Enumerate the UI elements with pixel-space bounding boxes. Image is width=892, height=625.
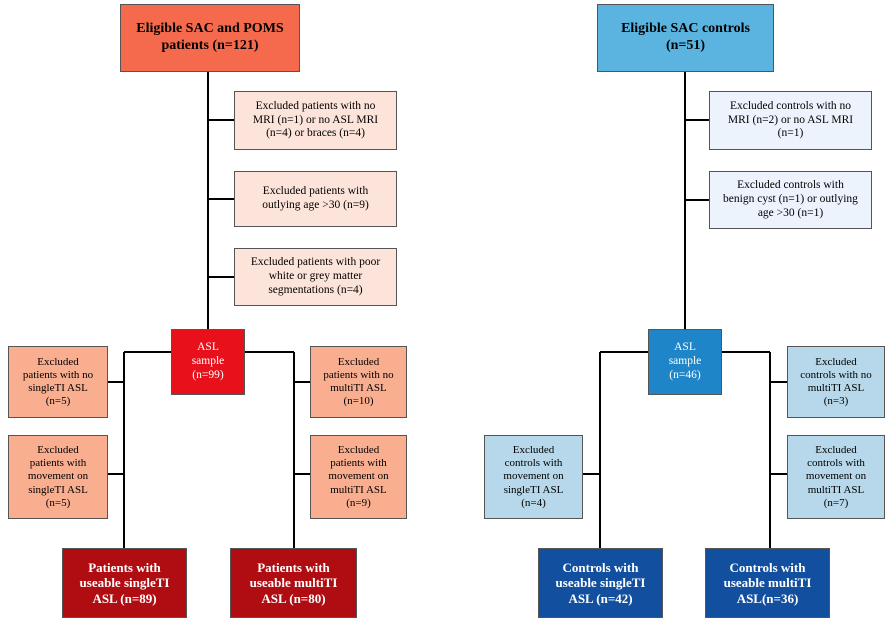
controls-excluded-no-multiti-box: Excluded controls with no multiTI ASL (n…	[787, 346, 885, 418]
controls-excluded-movement-multiti-box: Excluded controls with movement on multi…	[787, 435, 885, 519]
patients-eligible-box: Eligible SAC and POMS patients (n=121)	[120, 4, 300, 72]
controls-useable-singleti-box: Controls with useable singleTI ASL (n=42…	[538, 548, 663, 618]
patients-excluded-no-multiti-box: Excluded patients with no multiTI ASL (n…	[310, 346, 407, 418]
controls-excluded-mri-box: Excluded controls with no MRI (n=2) or n…	[709, 91, 872, 150]
controls-asl-sample-box: ASL sample (n=46)	[648, 329, 722, 395]
controls-eligible-box: Eligible SAC controls (n=51)	[597, 4, 774, 72]
patients-excluded-movement-multiti-box: Excluded patients with movement on multi…	[310, 435, 407, 519]
patients-useable-singleti-box: Patients with useable singleTI ASL (n=89…	[62, 548, 187, 618]
patients-asl-sample-box: ASL sample (n=99)	[171, 329, 245, 395]
patients-excluded-movement-singleti-box: Excluded patients with movement on singl…	[8, 435, 108, 519]
controls-useable-multiti-box: Controls with useable multiTI ASL(n=36)	[705, 548, 830, 618]
patients-excluded-segmentation-box: Excluded patients with poor white or gre…	[234, 248, 397, 306]
patients-excluded-mri-box: Excluded patients with no MRI (n=1) or n…	[234, 91, 397, 150]
patients-excluded-age-box: Excluded patients with outlying age >30 …	[234, 171, 397, 227]
patients-useable-multiti-box: Patients with useable multiTI ASL (n=80)	[230, 548, 357, 618]
controls-excluded-movement-singleti-box: Excluded controls with movement on singl…	[484, 435, 583, 519]
patients-excluded-no-singleti-box: Excluded patients with no singleTI ASL (…	[8, 346, 108, 418]
controls-excluded-cyst-box: Excluded controls with benign cyst (n=1)…	[709, 171, 872, 229]
